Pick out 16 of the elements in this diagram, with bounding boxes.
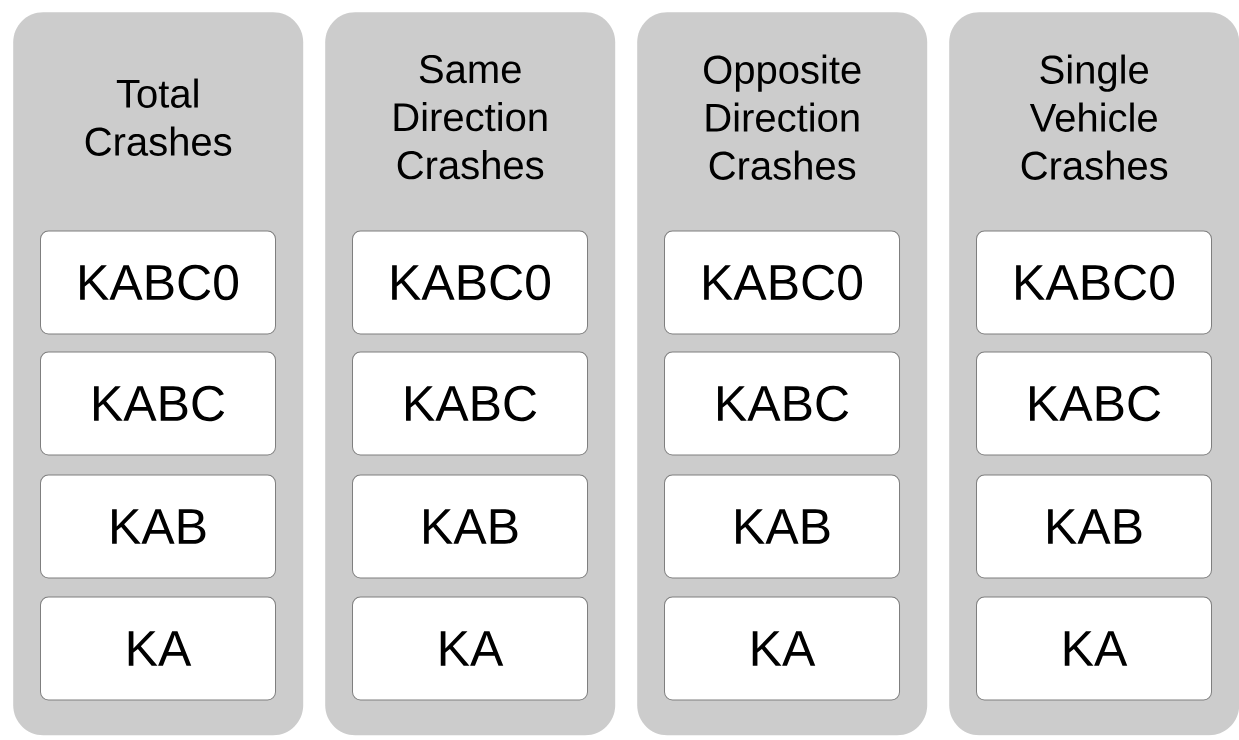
category-box: KABC: [352, 351, 588, 456]
category-box: KABC: [664, 351, 900, 456]
category-box: KABC: [976, 351, 1212, 456]
category-box: KABC: [40, 351, 276, 456]
category-box: KABC0: [664, 230, 900, 335]
category-box: KABC0: [976, 230, 1212, 335]
category-box: KABC0: [40, 230, 276, 335]
category-box: KAB: [40, 474, 276, 579]
category-box: KABC0: [352, 230, 588, 335]
category-box: KA: [40, 596, 276, 701]
category-box: KA: [352, 596, 588, 701]
category-box: KA: [664, 596, 900, 701]
category-box: KAB: [976, 474, 1212, 579]
category-box: KA: [976, 596, 1212, 701]
category-box: KAB: [664, 474, 900, 579]
category-box: KAB: [352, 474, 588, 579]
